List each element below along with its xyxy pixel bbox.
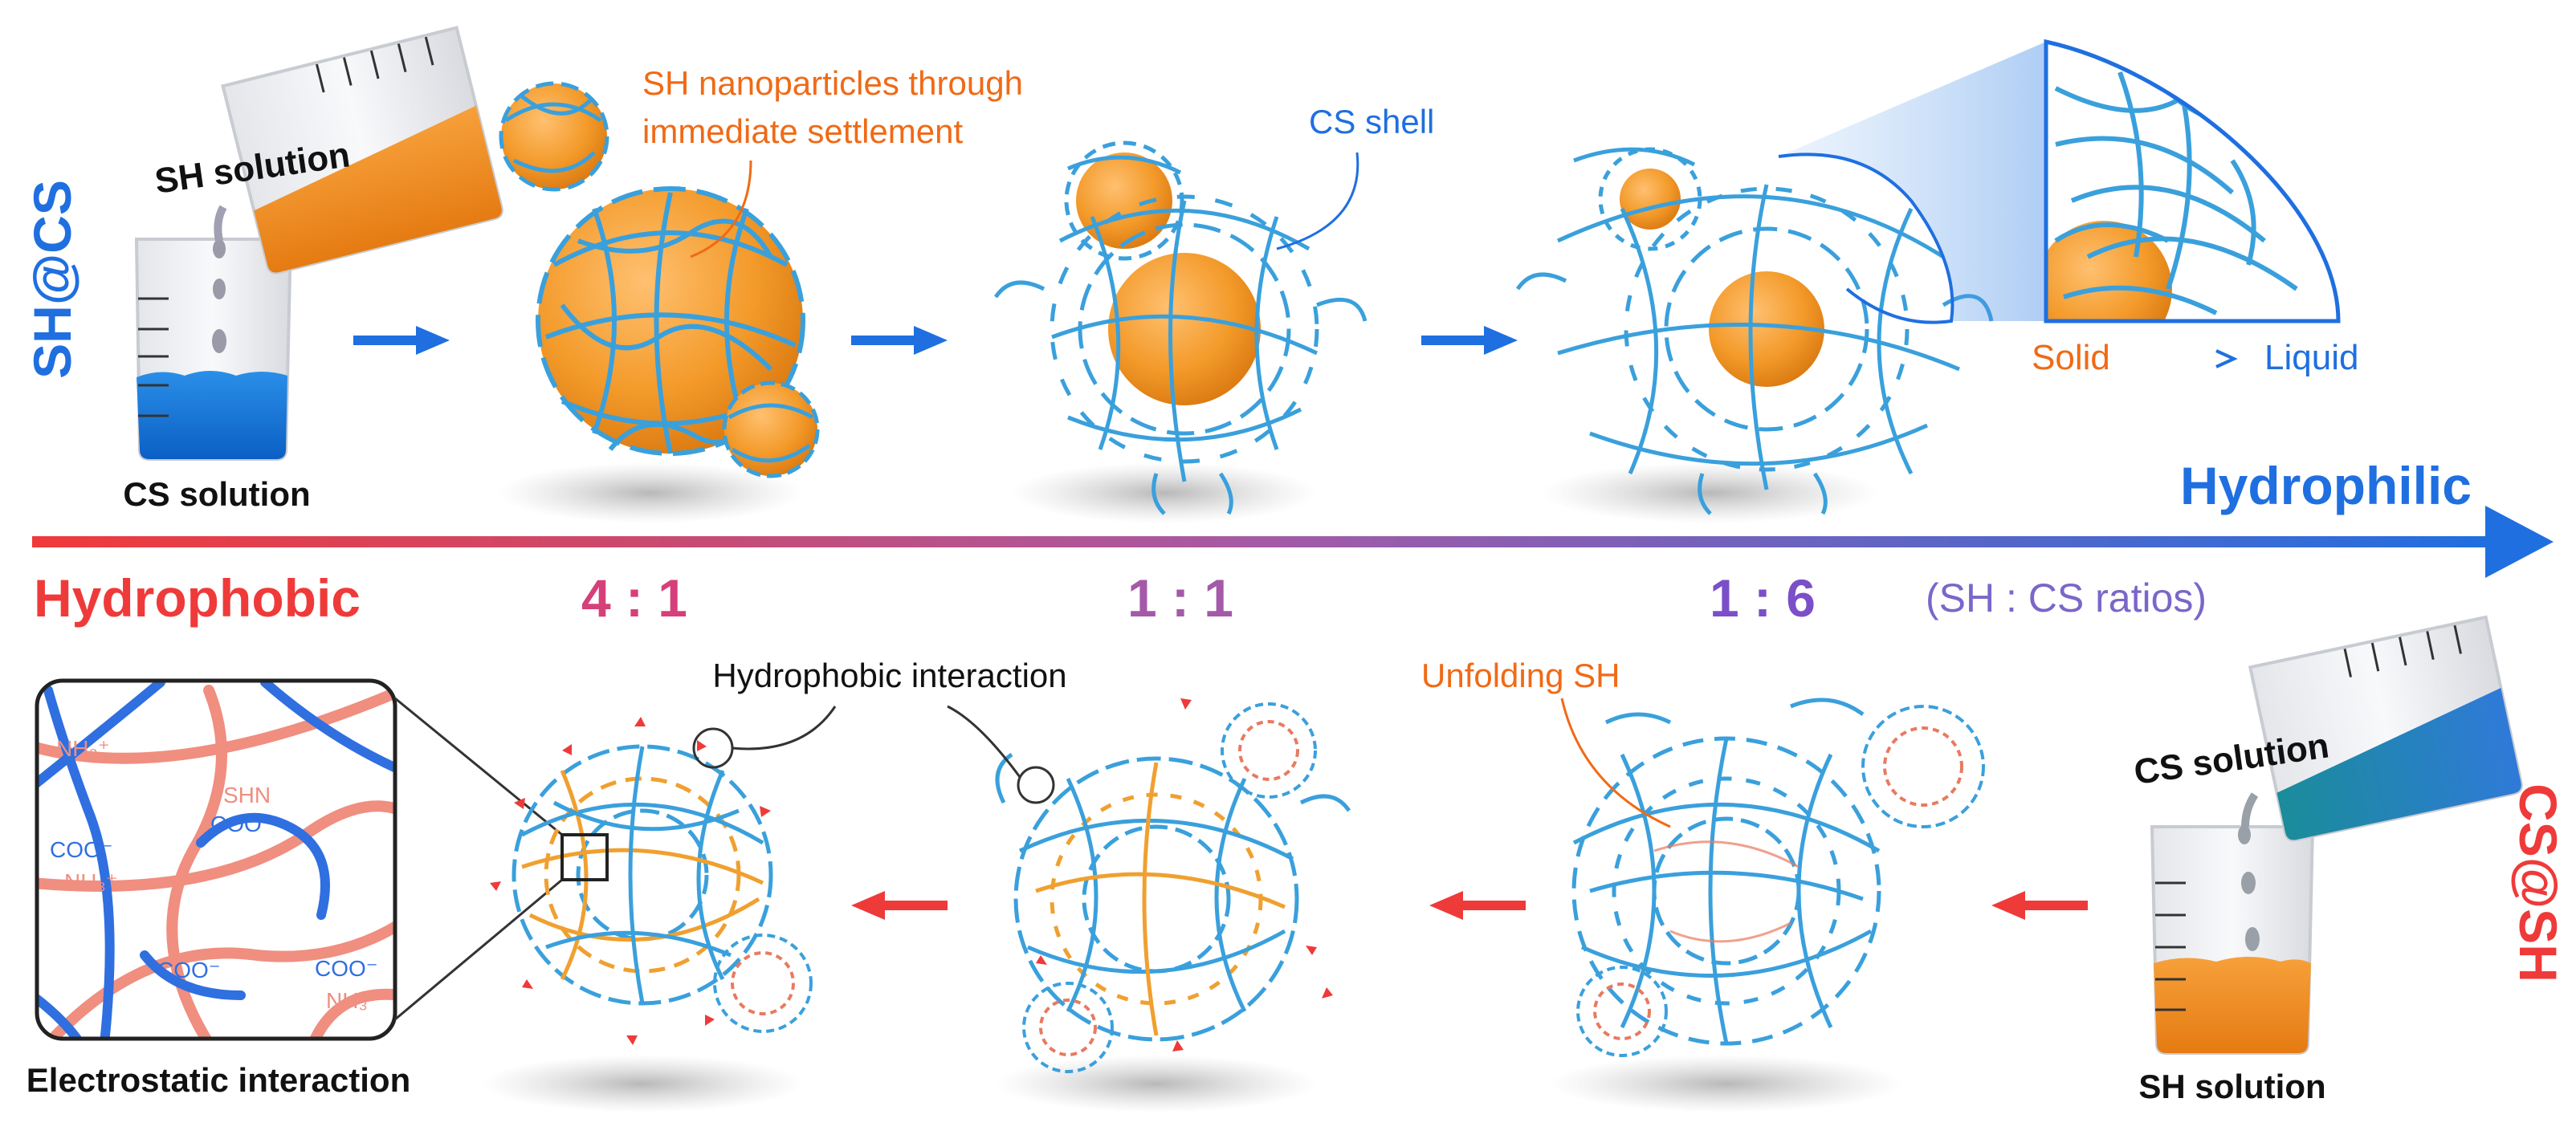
cs-shell-leader	[1276, 152, 1359, 250]
cs-shell-label: CS shell	[1309, 103, 1434, 140]
cs-beaker-top	[134, 238, 293, 461]
process-arrows-top	[353, 326, 1518, 355]
zoom-callout	[1778, 39, 2341, 324]
solid-label: Solid	[2032, 338, 2110, 377]
particle-4-1	[499, 81, 820, 478]
solid-to-liquid-arrow	[2152, 349, 2238, 368]
ratio-4-1: 4 : 1	[581, 568, 687, 628]
chem-nh3-a: NH₃⁺	[56, 736, 110, 761]
particle-shadows	[482, 462, 1903, 1113]
sh-nano-leader	[690, 160, 752, 258]
sh-solution-label-bottom: SH solution	[2138, 1068, 2325, 1105]
chem-coo-a: COO⁻	[50, 837, 113, 862]
electrostatic-label: Electrostatic interaction	[26, 1061, 410, 1099]
hydrophobic-callout-circle-b	[1017, 766, 1055, 804]
liquid-label: Liquid	[2264, 338, 2358, 377]
particle-1-6	[1515, 147, 1994, 515]
hydrophobic-interaction-label: Hydrophobic interaction	[712, 657, 1066, 694]
particle-bottom-right	[1571, 698, 1985, 1057]
hydrophobicity-axis	[32, 506, 2554, 578]
chem-labels: NH₃⁺ SHN COO⁻ COO NH₃⁺ COO⁻ COO⁻ NH₃⁺	[50, 736, 380, 1013]
hydrophilic-label: Hydrophilic	[2180, 456, 2472, 515]
cs-solution-label-top: CS solution	[123, 475, 310, 513]
chem-coo-b: COO	[210, 812, 262, 836]
chem-coo-d: COO⁻	[315, 956, 378, 981]
sh-beaker-top	[214, 26, 503, 275]
unfolding-sh-label: Unfolding SH	[1421, 657, 1620, 694]
sh-nano-label-line2: immediate settlement	[642, 112, 963, 150]
chem-nh3-b: NH₃⁺	[64, 869, 118, 894]
sh-at-cs-label: SH@CS	[22, 180, 82, 379]
zoom-connector-lines	[394, 697, 563, 1021]
ratios-note: (SH : CS ratios)	[1926, 576, 2207, 620]
ratio-1-1: 1 : 1	[1127, 568, 1233, 628]
cs-beaker-bottom	[2241, 615, 2523, 842]
hydrophobic-leader-a	[732, 706, 837, 751]
hydrophobic-arrows-left	[490, 717, 771, 1045]
sh-beaker-bottom	[2150, 825, 2315, 1055]
chem-nh3-c: NH₃⁺	[326, 988, 380, 1013]
chem-shn: SHN	[223, 783, 271, 807]
unfolding-leader	[1560, 698, 1671, 828]
chem-coo-c: COO⁻	[157, 958, 221, 982]
process-arrows-bottom	[851, 891, 2088, 920]
electrostatic-panel	[35, 678, 397, 1041]
hydrophobic-leader-b	[947, 705, 1021, 778]
sh-nano-label-line1: SH nanoparticles through	[642, 64, 1023, 102]
particle-1-1	[993, 140, 1367, 515]
particle-bottom-left	[512, 744, 813, 1033]
hydrophobic-arrows-middle	[1036, 698, 1333, 1052]
cs-at-sh-label: CS@SH	[2509, 783, 2568, 982]
ratio-1-6: 1 : 6	[1710, 568, 1816, 628]
particle-bottom-middle	[995, 702, 1351, 1073]
hydrophobic-label: Hydrophobic	[34, 568, 361, 628]
